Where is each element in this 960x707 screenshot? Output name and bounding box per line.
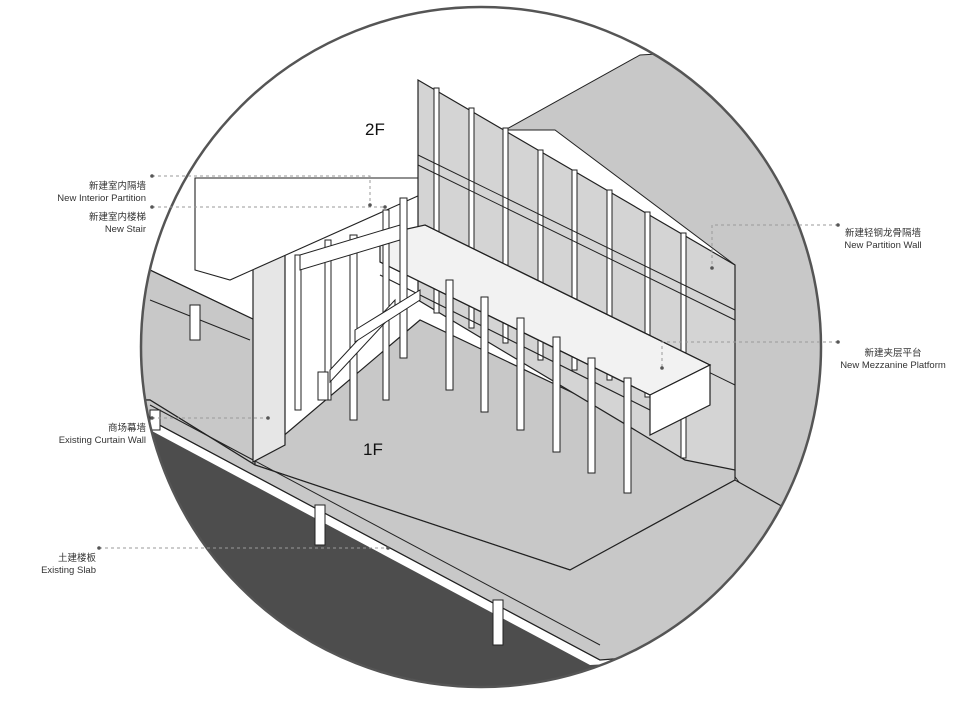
callout-slab: 土建楼板 Existing Slab: [20, 553, 96, 576]
leader-lines: [99, 175, 838, 549]
callout-interior-partition: 新建室内隔墙 New Interior Partition: [40, 181, 146, 204]
callout-cn: 新建夹层平台: [864, 348, 922, 359]
mezzanine-platform: [379, 224, 712, 436]
callout-curtain-wall: 商场幕墙 Existing Curtain Wall: [0, 423, 146, 446]
callout-en: New Partition Wall: [844, 239, 922, 251]
partition-studs: [433, 87, 687, 459]
pier: [492, 599, 504, 646]
lower-slab: [141, 399, 821, 661]
pier: [314, 504, 326, 546]
callout-en: New Mezzanine Platform: [840, 359, 946, 371]
callout-en: New Stair: [104, 223, 146, 235]
callout-cn: 新建室内楼梯: [88, 212, 146, 223]
callout-cn: 新建室内隔墙: [88, 181, 146, 192]
section-cut-view: [141, 7, 821, 687]
circle-frame: [139, 5, 823, 689]
stair-structure: [294, 197, 421, 421]
callout-cn: 土建楼板: [57, 553, 96, 564]
callout-mezzanine: 新建夹层平台 New Mezzanine Platform: [838, 348, 948, 371]
callout-en: Existing Slab: [41, 564, 96, 576]
floor-label-1f: 1F: [363, 440, 383, 459]
callout-en: Existing Curtain Wall: [58, 434, 146, 446]
callout-partition-wall: 新建轻钢龙骨隔墙 New Partition Wall: [838, 228, 928, 251]
lower-void: [141, 430, 821, 687]
callout-stair: 新建室内楼梯 New Stair: [40, 212, 146, 235]
floor-label-2f: 2F: [365, 120, 385, 139]
interior-partition: [194, 177, 421, 281]
mezzanine-columns: [445, 279, 632, 494]
callout-en: New Interior Partition: [57, 192, 146, 204]
callout-cn: 新建轻钢龙骨隔墙: [844, 228, 921, 239]
pier: [189, 304, 201, 341]
callout-cn: 商场幕墙: [107, 423, 146, 434]
leader-dots: [97, 174, 840, 550]
